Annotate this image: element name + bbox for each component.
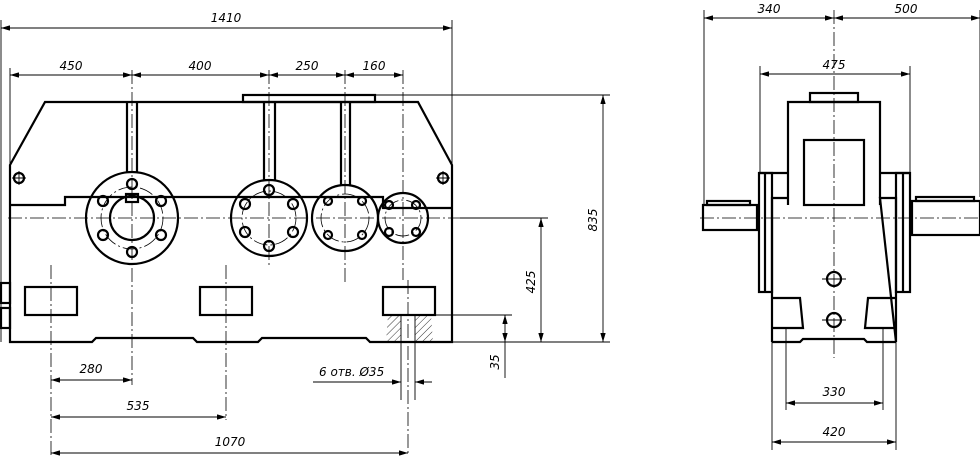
dim-base-width: 420 <box>823 425 846 439</box>
dim-spacing-1: 450 <box>60 59 83 73</box>
dim-overall-length: 1410 <box>211 11 242 25</box>
inspection-cover <box>241 93 377 104</box>
input-shaft <box>701 203 759 232</box>
hole-note: 6 отв. Ø35 <box>319 365 384 379</box>
dim-foot-hole-1: 280 <box>80 362 103 376</box>
front-view <box>0 70 460 455</box>
dim-foot-hole-span: 1070 <box>215 435 246 449</box>
split-line <box>10 195 452 210</box>
bearing-cover-output <box>84 70 180 385</box>
bearing-cover-input <box>376 70 430 280</box>
dim-overall-height: 835 <box>586 209 600 232</box>
base-line <box>772 337 896 344</box>
ribs <box>125 102 352 186</box>
dim-base-thickness: 35 <box>488 354 502 369</box>
dim-flange-width: 475 <box>823 58 846 72</box>
feet <box>772 296 896 330</box>
side-dimensions: 340 500 475 330 420 <box>703 2 980 450</box>
dim-spacing-4: 160 <box>363 59 386 73</box>
dim-foot-spacing: 330 <box>823 385 846 399</box>
front-dimensions: 1410 450 400 250 160 835 425 35 6 отв. Ø… <box>0 11 610 456</box>
dim-spacing-2: 400 <box>189 59 212 73</box>
dim-axis-height: 425 <box>524 271 538 294</box>
dim-left-shaft: 340 <box>758 2 781 16</box>
side-lugs <box>0 281 12 330</box>
lifting-holes <box>12 171 450 185</box>
dim-foot-hole-2: 535 <box>127 399 150 413</box>
foot-pockets <box>23 265 437 455</box>
bearing-cover-2 <box>229 70 309 268</box>
dim-spacing-3: 250 <box>296 59 319 73</box>
foot-hole-section <box>386 315 433 400</box>
side-view <box>700 10 980 358</box>
dim-right-shaft: 500 <box>895 2 918 16</box>
